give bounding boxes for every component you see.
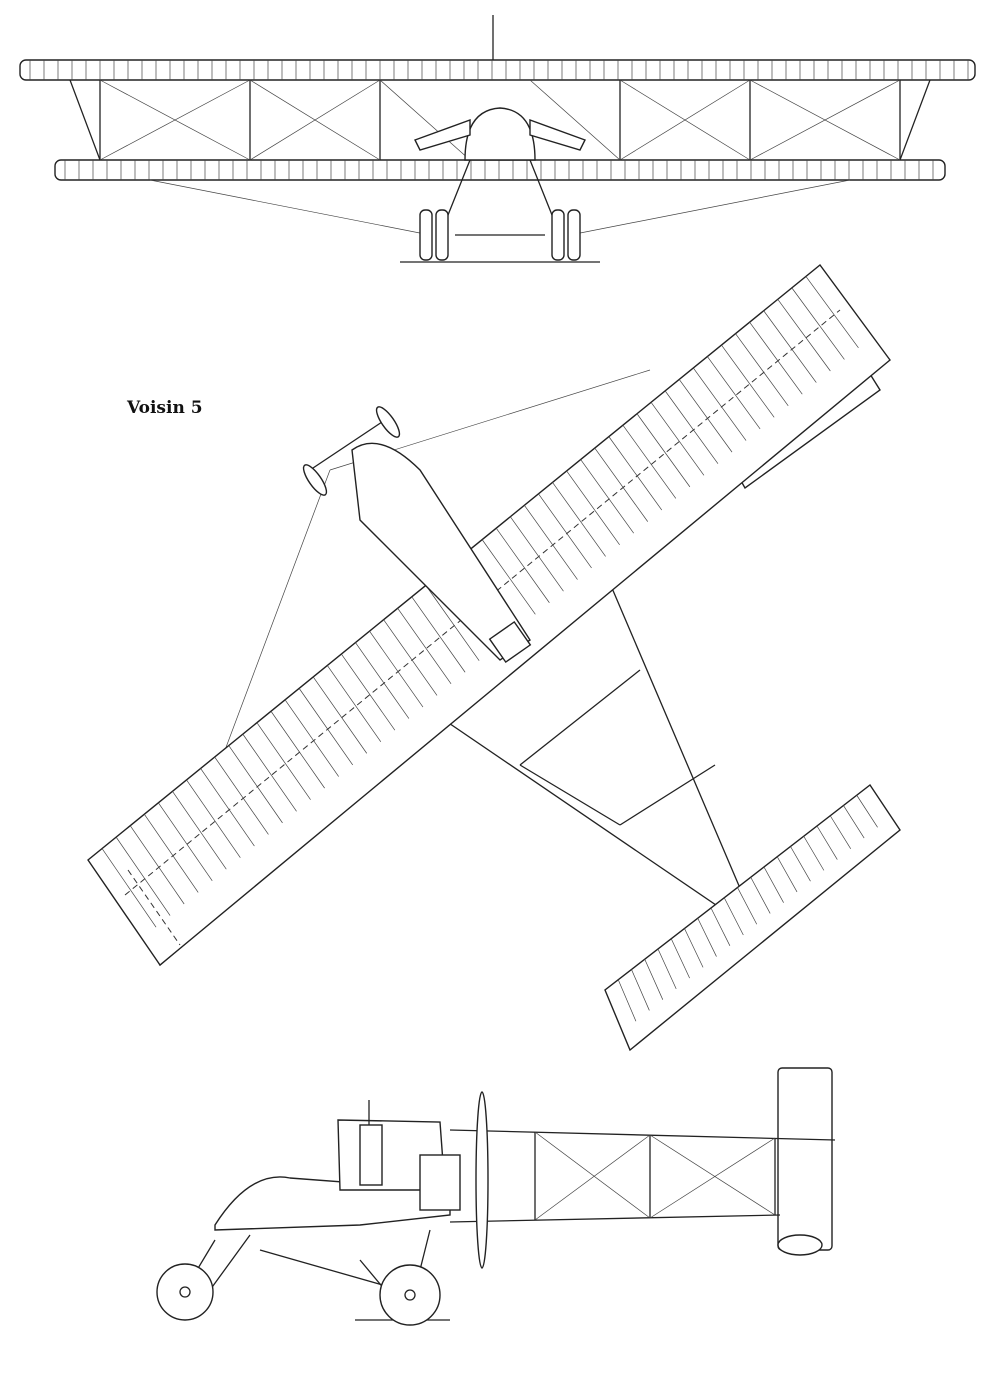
rib-line	[284, 699, 339, 777]
rib-line	[580, 459, 634, 534]
rib-line	[242, 733, 297, 812]
rib-line	[650, 402, 705, 476]
rib-line	[214, 756, 269, 835]
rib-line	[829, 815, 852, 850]
side-view	[156, 1067, 836, 1326]
rib-line	[617, 979, 637, 1022]
rib-line	[816, 825, 838, 860]
rib-line	[270, 711, 325, 789]
rib-line	[697, 918, 717, 957]
rib-line	[144, 814, 199, 893]
rib-line	[622, 424, 677, 499]
rib-line	[843, 805, 865, 839]
rib-line	[721, 344, 775, 418]
rib-line	[228, 745, 283, 824]
rib-line	[481, 539, 536, 615]
rib-line	[750, 877, 771, 914]
rib-line	[664, 390, 719, 464]
rib-line	[790, 846, 811, 882]
rib-line	[776, 856, 798, 893]
rib-line	[397, 608, 452, 685]
front-view	[19, 15, 976, 263]
rib-line	[495, 527, 550, 603]
rib-line	[172, 791, 227, 870]
rib-line	[670, 938, 690, 979]
rib-line	[777, 299, 831, 372]
rib-line	[594, 447, 649, 522]
rib-line	[803, 836, 825, 871]
rib-line	[158, 802, 213, 882]
rib-line	[566, 470, 620, 546]
rib-line	[678, 379, 733, 453]
rib-line	[312, 676, 368, 754]
rib-line	[186, 779, 241, 858]
rib-line	[355, 642, 410, 719]
rib-line	[256, 722, 311, 800]
rib-line	[657, 948, 677, 990]
rib-line	[636, 413, 691, 488]
rib-line	[115, 836, 171, 916]
top-view	[87, 263, 901, 1052]
rib-line	[737, 887, 758, 925]
rib-line	[631, 969, 650, 1011]
rib-line	[341, 653, 396, 731]
rib-line	[749, 322, 803, 395]
rib-line	[710, 907, 731, 946]
rib-line	[763, 866, 784, 903]
rib-line	[791, 287, 845, 360]
rib-line	[411, 596, 466, 673]
aircraft-title: Voisin 5	[127, 398, 203, 418]
rib-line	[101, 848, 157, 928]
rib-line	[856, 795, 878, 828]
rib-line	[693, 367, 747, 441]
rib-line	[538, 493, 592, 569]
rib-line	[327, 665, 382, 742]
rib-line	[552, 482, 606, 557]
rib-line	[707, 356, 761, 430]
rib-line	[644, 959, 664, 1000]
rib-line	[383, 619, 438, 696]
rib-line	[510, 516, 564, 592]
rib-line	[684, 928, 704, 968]
rib-line	[524, 505, 578, 580]
rib-line	[805, 276, 859, 349]
rib-line	[129, 825, 185, 905]
rib-line	[200, 768, 255, 847]
rib-line	[763, 310, 817, 383]
rib-line	[608, 436, 663, 511]
rib-line	[735, 333, 789, 406]
rib-line	[369, 630, 424, 708]
rib-line	[425, 585, 480, 661]
rib-line	[723, 897, 744, 936]
rib-line	[298, 688, 354, 766]
